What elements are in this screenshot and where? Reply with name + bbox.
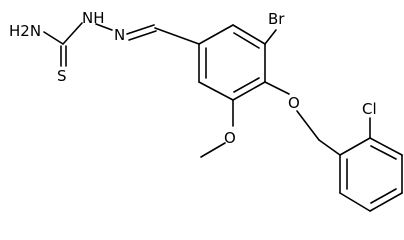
- atom-o-ether: O: [288, 94, 300, 112]
- bond-layer: [43, 22, 403, 212]
- bond-c-nh: [62, 22, 83, 45]
- bond-ring-a-5: [198, 81, 234, 101]
- bond-ring-b-4i: [370, 188, 397, 204]
- bond-o-methyl: [200, 142, 226, 158]
- bond-ring-a-4i: [233, 77, 260, 93]
- atom-s: S: [57, 67, 67, 85]
- atom-br: Br: [268, 10, 285, 28]
- atom-n: N: [114, 26, 125, 44]
- atom-label-layer: H2N NH N S Br O O Cl: [9, 9, 377, 147]
- bond-ring-a-4: [232, 81, 266, 101]
- atom-o-methoxy: O: [224, 129, 236, 147]
- bond-ring-b-1: [339, 137, 371, 156]
- bond-ring-a-2: [232, 24, 266, 45]
- bond-ch2-ring: [318, 139, 341, 156]
- bond-ring-o-ether: [264, 81, 290, 95]
- bond-c-nh2: [43, 31, 64, 45]
- bond-ring-b-5: [339, 192, 371, 212]
- chemical-structure-diagram: H2N NH N S Br O O Cl: [9, 9, 403, 212]
- bond-ring-a-2i: [233, 32, 260, 49]
- bond-n-ch-2: [128, 30, 157, 41]
- bond-ring-b-2i: [370, 145, 397, 160]
- bond-nh-n: [95, 23, 113, 31]
- bond-n-ch-1: [126, 24, 155, 35]
- bond-ring-br: [264, 29, 277, 45]
- bond-ring-a-1: [198, 24, 234, 45]
- bond-ch-ring: [154, 27, 200, 45]
- bond-ring-b-4: [369, 192, 403, 212]
- atom-nh: NH: [82, 9, 105, 27]
- atom-cl: Cl: [362, 100, 377, 118]
- bond-ring-b-2: [369, 137, 403, 156]
- atom-nh2: H2N: [9, 22, 41, 40]
- bond-o-ch2: [296, 110, 320, 141]
